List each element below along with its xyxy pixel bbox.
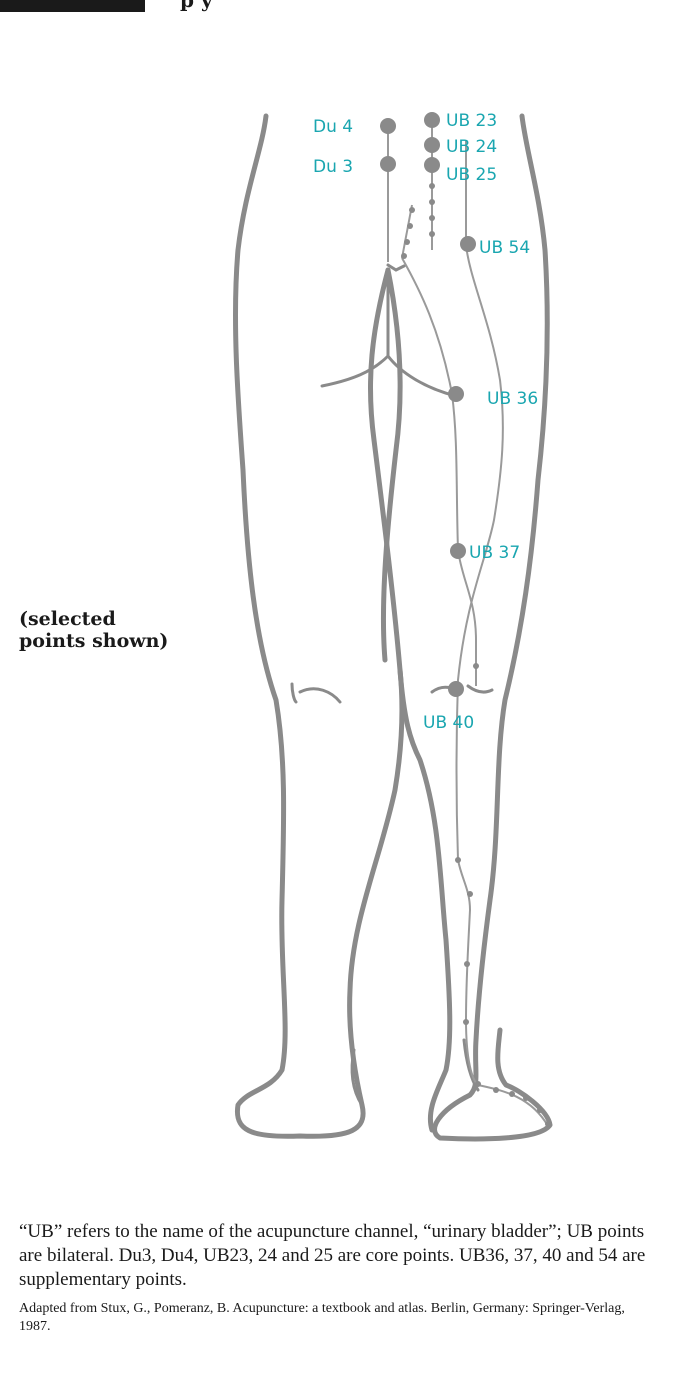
explanation-paragraph: “UB” refers to the name of the acupunctu… <box>19 1220 659 1292</box>
point-du3 <box>380 156 396 172</box>
label-ub37: UB 37 <box>469 543 520 563</box>
side-note-line-2: points shown) <box>19 630 168 652</box>
citation: Adapted from Stux, G., Pomeranz, B. Acup… <box>19 1300 659 1336</box>
label-du3: Du 3 <box>313 157 353 177</box>
label-ub40: UB 40 <box>423 713 474 733</box>
label-ub23: UB 23 <box>446 111 497 131</box>
side-note-line-1: (selected <box>19 608 168 630</box>
point-ub36 <box>448 386 464 402</box>
selected-points-note: (selected points shown) <box>19 608 168 652</box>
point-ub40 <box>448 681 464 697</box>
acupoint-labels: Du 4 Du 3 UB 23 UB 24 UB 25 UB 54 UB 36 … <box>313 111 538 733</box>
leg-acupoint-diagram: Du 4 Du 3 UB 23 UB 24 UB 25 UB 54 UB 36 … <box>0 0 687 1160</box>
label-ub36: UB 36 <box>487 389 538 409</box>
point-du4 <box>380 118 396 134</box>
label-ub24: UB 24 <box>446 137 497 157</box>
point-ub25 <box>424 157 440 173</box>
point-ub24 <box>424 137 440 153</box>
channel-lines <box>388 120 548 1126</box>
point-ub54 <box>460 236 476 252</box>
label-du4: Du 4 <box>313 117 353 137</box>
label-ub25: UB 25 <box>446 165 497 185</box>
label-ub54: UB 54 <box>479 238 530 258</box>
point-ub37 <box>450 543 466 559</box>
point-ub23 <box>424 112 440 128</box>
